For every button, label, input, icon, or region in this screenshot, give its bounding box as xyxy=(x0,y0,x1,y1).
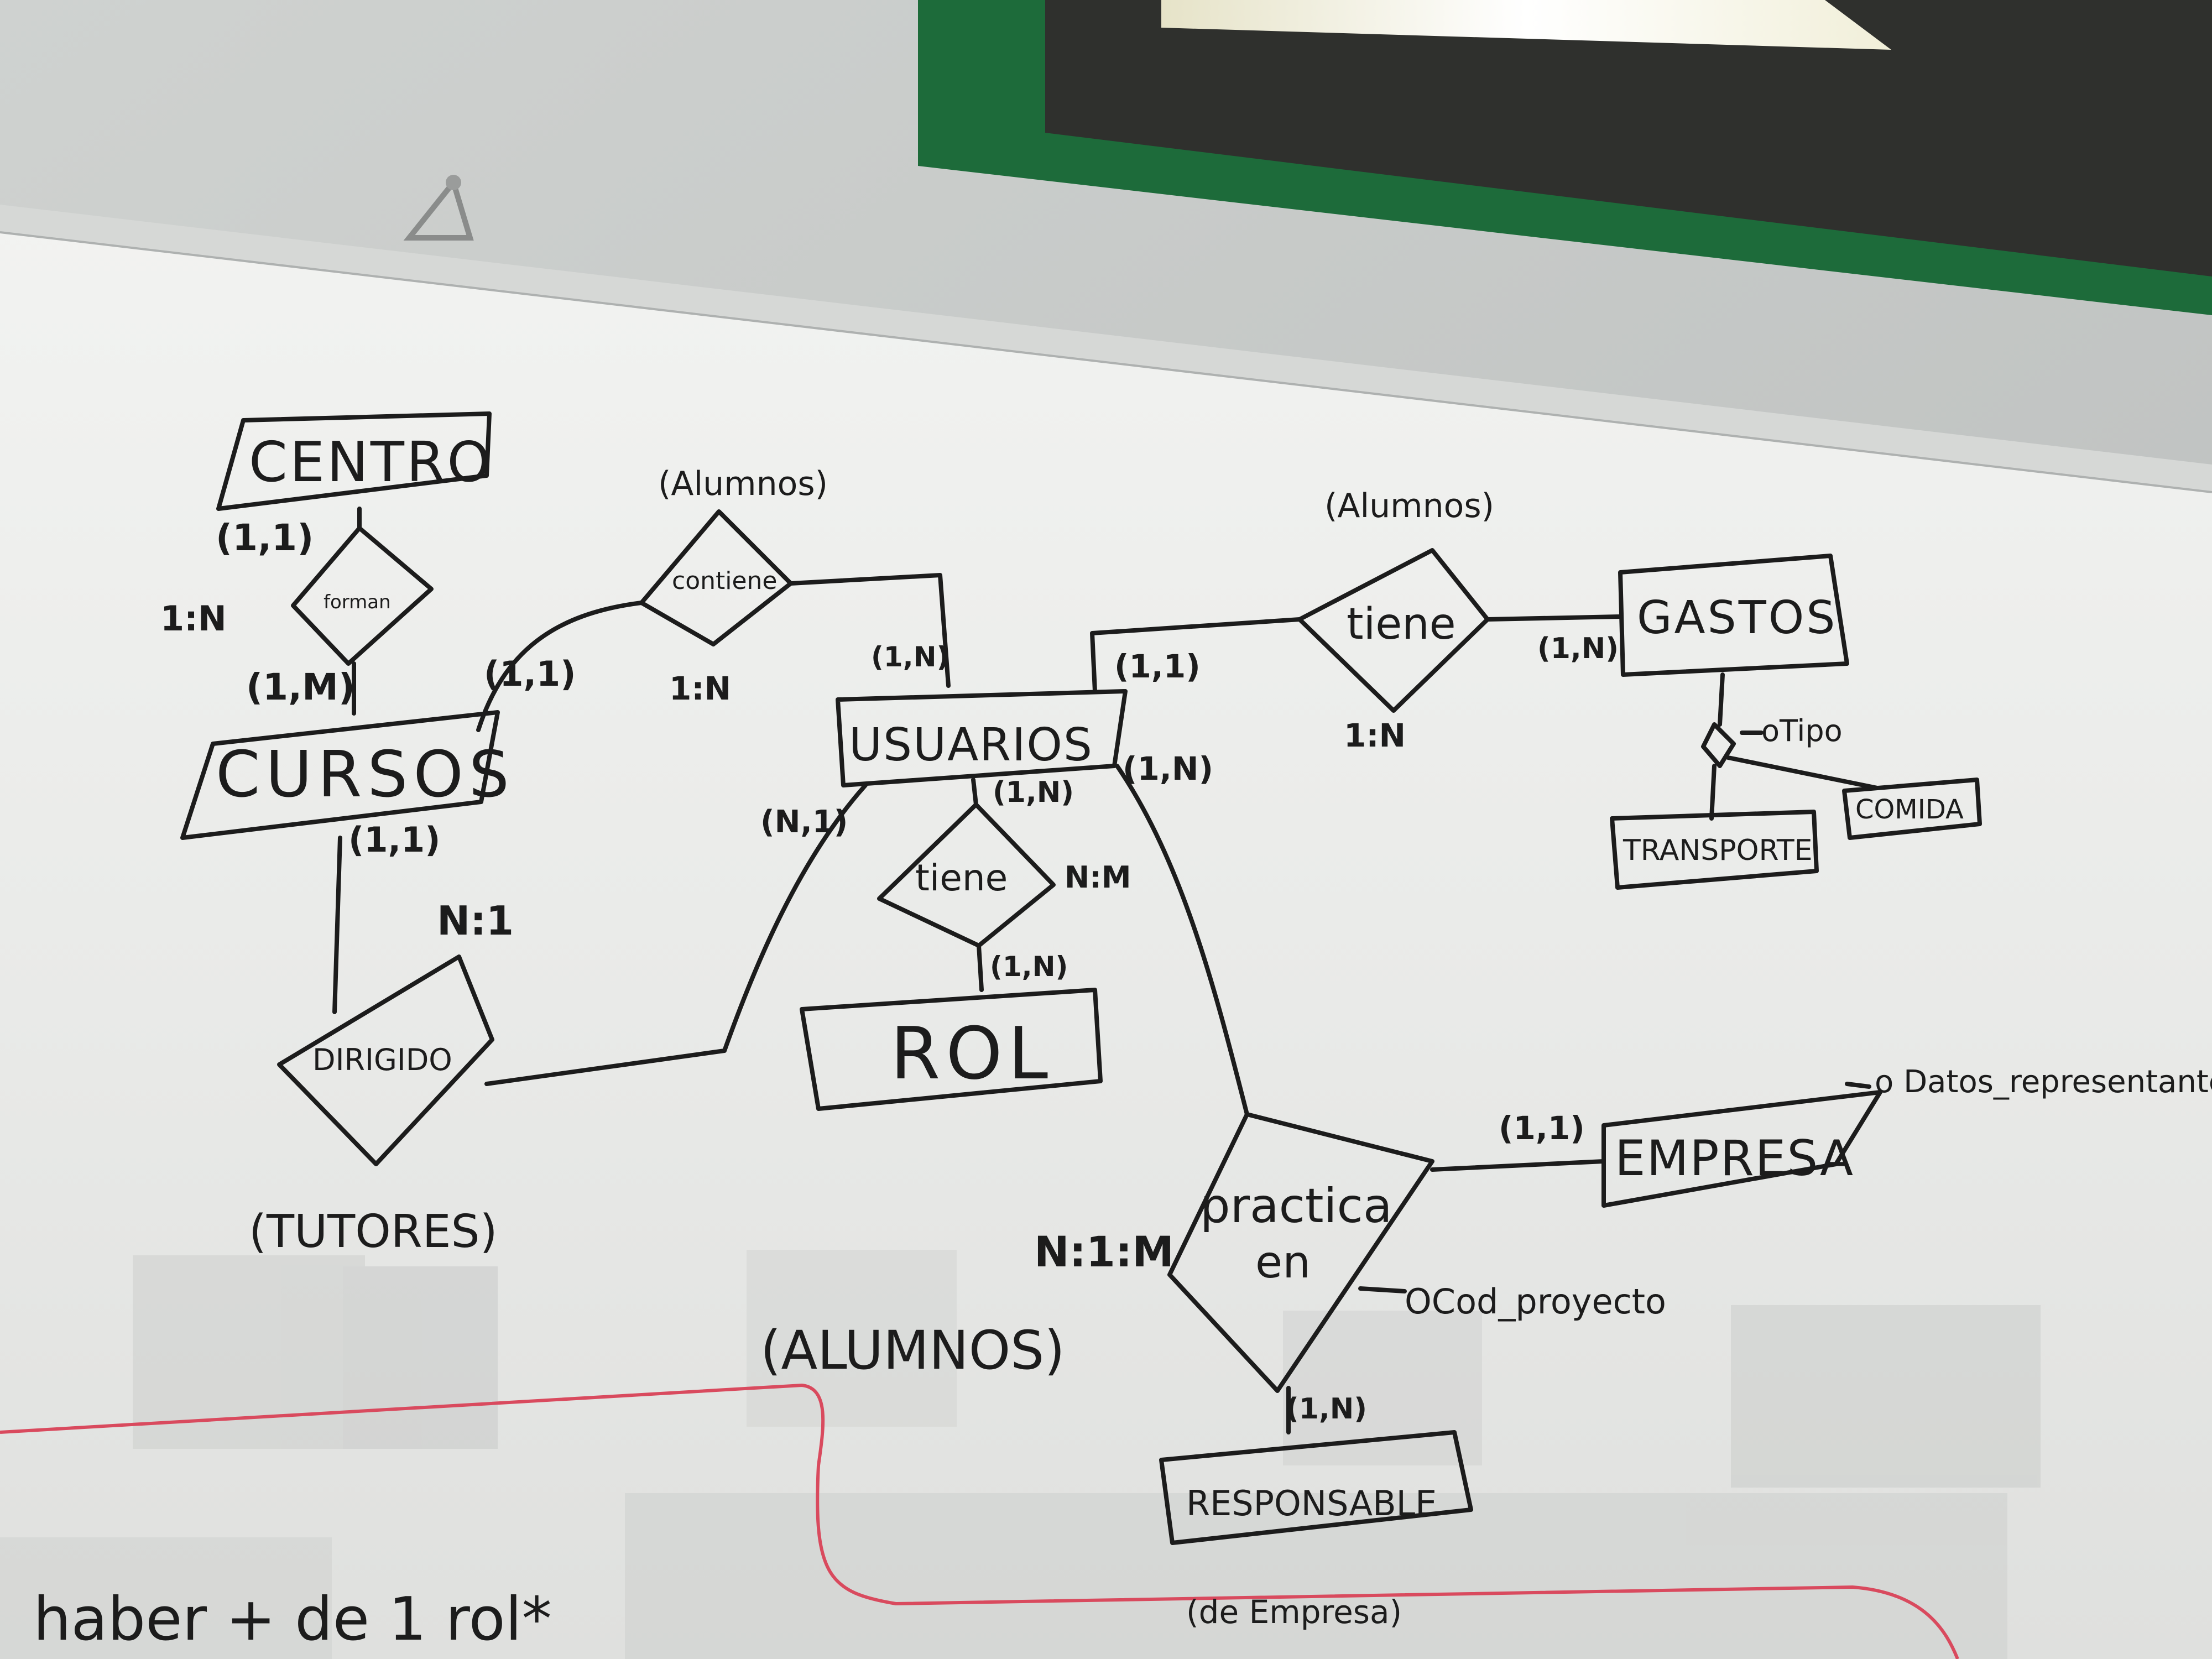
note-responsable-empresa: (de Empresa) xyxy=(1186,1593,1402,1631)
note-alumnos: (ALUMNOS) xyxy=(760,1319,1065,1381)
card-rol-ratio: N:M xyxy=(1065,860,1131,895)
gastos-isa-diamond xyxy=(1701,722,1736,768)
rel-tiene-gastos: tiene xyxy=(1347,599,1456,649)
card-forman-cursos: (1,M) xyxy=(246,666,355,708)
rel-tiene-rol: tiene xyxy=(915,857,1008,899)
card-rol-bottom: (1,N) xyxy=(990,951,1068,983)
contiene-diamond xyxy=(639,509,793,646)
entity-cursos: CURSOS xyxy=(216,738,515,812)
card-dirigido-ratio: N:1 xyxy=(437,898,514,944)
rel-contiene: contiene xyxy=(672,567,778,595)
transporte-box xyxy=(1610,810,1819,890)
practica-diamond xyxy=(1167,1112,1434,1393)
comida-box xyxy=(1842,778,1982,840)
board-reflections xyxy=(0,1250,2041,1659)
rol-box xyxy=(800,988,1103,1111)
card-usuarios-dirigido: (N,1) xyxy=(760,804,848,840)
attr-gastos-tipo: oTipo xyxy=(1761,713,1843,748)
entity-responsable: RESPONSABLE xyxy=(1186,1483,1437,1524)
card-usuarios-tiene: (1,1) xyxy=(1114,648,1201,685)
red-marker-line xyxy=(0,1383,1959,1659)
rel-practica: practica xyxy=(1200,1178,1392,1234)
entity-rol: ROL xyxy=(890,1011,1053,1095)
gastos-box xyxy=(1618,554,1849,677)
entity-usuarios: USUARIOS xyxy=(849,719,1093,771)
er-diagram xyxy=(180,411,1982,1545)
card-centro-forman: (1,1) xyxy=(216,517,314,559)
card-forman-ratio: 1:N xyxy=(160,598,227,639)
whiteboard xyxy=(0,210,2212,1659)
card-practica-empresa: (1,1) xyxy=(1499,1109,1585,1147)
card-usuarios-rol-top: (1,N) xyxy=(993,776,1074,809)
card-cursos-dirigido: (1,1) xyxy=(348,820,441,860)
entity-empresa: EMPRESA xyxy=(1615,1130,1854,1187)
note-contiene-alumnos: (Alumnos) xyxy=(658,465,828,503)
entity-comida: COMIDA xyxy=(1855,794,1964,825)
responsable-box xyxy=(1159,1430,1473,1545)
cursos-box xyxy=(180,710,500,840)
rel-forman: forman xyxy=(324,591,391,613)
note-tutores: (TUTORES) xyxy=(249,1206,498,1258)
card-cursos-contiene: (1,1) xyxy=(484,654,576,694)
usuarios-box xyxy=(836,689,1128,787)
dirigido-diamond xyxy=(277,954,494,1166)
card-usuarios-practica: (1,N) xyxy=(1123,750,1213,787)
wall-hook xyxy=(403,175,474,241)
entity-gastos: GASTOS xyxy=(1637,592,1837,644)
wall-panel xyxy=(918,0,2212,315)
rel-dirigido: DIRIGIDO xyxy=(312,1042,452,1077)
attr-practica-cod: OCod_proyecto xyxy=(1405,1281,1666,1322)
card-tiene-ratio: 1:N xyxy=(1344,717,1406,754)
card-contiene-usuarios: (1,N) xyxy=(871,641,949,673)
centro-box xyxy=(216,411,492,511)
ceiling-light xyxy=(1161,0,1891,50)
note-tiene-alumnos: (Alumnos) xyxy=(1324,487,1494,525)
empresa-box xyxy=(1601,1090,1882,1208)
rel-practica-en: en xyxy=(1255,1237,1311,1288)
card-contiene-ratio: 1:N xyxy=(669,670,731,707)
tiene-gastos-diamond xyxy=(1297,548,1490,713)
entity-transporte: TRANSPORTE xyxy=(1623,834,1813,867)
entity-centro: CENTRO xyxy=(249,430,493,494)
note-footnote: haber + de 1 rol* xyxy=(33,1585,552,1654)
card-practica-responsable: (1,N) xyxy=(1286,1392,1367,1426)
card-practica-ratio: N:1:M xyxy=(1034,1227,1174,1276)
board-top-rail xyxy=(0,205,2212,492)
attr-empresa-datos: o Datos_representante xyxy=(1875,1064,2212,1100)
forman-diamond xyxy=(291,526,434,666)
card-tiene-gastos: (1,N) xyxy=(1537,632,1619,665)
